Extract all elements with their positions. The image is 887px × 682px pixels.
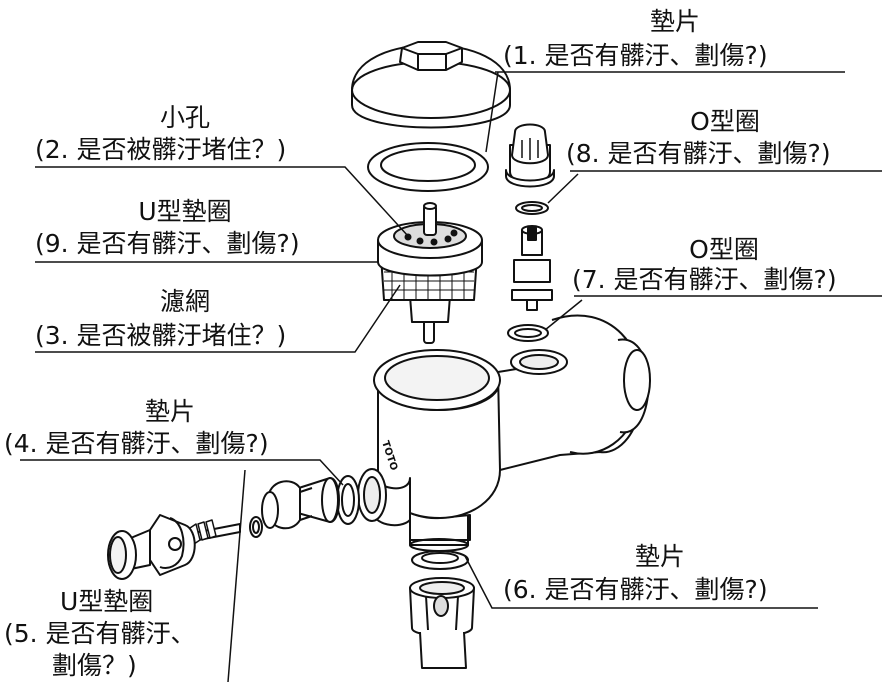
- adjust-cap-part: [505, 123, 555, 188]
- gasket-6-part: [411, 550, 469, 570]
- gasket-4-part: [336, 475, 360, 525]
- coupling-nut-part: [409, 577, 475, 669]
- label-8-detail: (8. 是否有髒汙、劃傷?): [566, 139, 831, 168]
- label-1-title: 墊片: [649, 7, 700, 36]
- label-4-detail: (4. 是否有髒汙、劃傷?): [4, 429, 269, 458]
- leader-lines: [20, 71, 882, 682]
- label-8-title: O型圈: [690, 107, 760, 136]
- valve-body-part: [357, 314, 651, 552]
- label-2-title: 小孔: [159, 103, 210, 132]
- label-7-detail: (7. 是否有髒汙、劃傷?): [572, 265, 837, 294]
- label-6-title: 墊片: [634, 542, 685, 571]
- label-3-title: 濾網: [159, 287, 210, 316]
- piston-assembly-part: [377, 202, 483, 344]
- label-9-title: U型墊圈: [138, 197, 232, 226]
- cap-part: [351, 41, 511, 129]
- o-ring-8-part: [515, 201, 549, 215]
- label-5-detail: (5. 是否有髒汙、: [4, 619, 196, 648]
- label-6-detail: (6. 是否有髒汙、劃傷?): [503, 575, 768, 604]
- label-4-title: 墊片: [144, 397, 195, 426]
- label-2-detail: (2. 是否被髒汙堵住？): [35, 135, 287, 164]
- spindle-part: [511, 225, 553, 311]
- label-1-detail: (1. 是否有髒汙、劃傷?): [503, 41, 768, 70]
- u-ring-5-part: [249, 516, 263, 538]
- handle-part: [107, 514, 241, 580]
- label-5-title: U型墊圈: [60, 587, 154, 616]
- label-5-detail-2: 劃傷？): [52, 651, 137, 680]
- label-7-title: O型圈: [689, 235, 759, 264]
- o-ring-7-part: [507, 324, 549, 342]
- label-3-detail: (3. 是否被髒汙堵住？): [35, 321, 287, 350]
- label-9-detail: (9. 是否有髒汙、劃傷?): [35, 229, 300, 258]
- breaker-part: [261, 477, 340, 530]
- gasket-1-part: [367, 142, 489, 192]
